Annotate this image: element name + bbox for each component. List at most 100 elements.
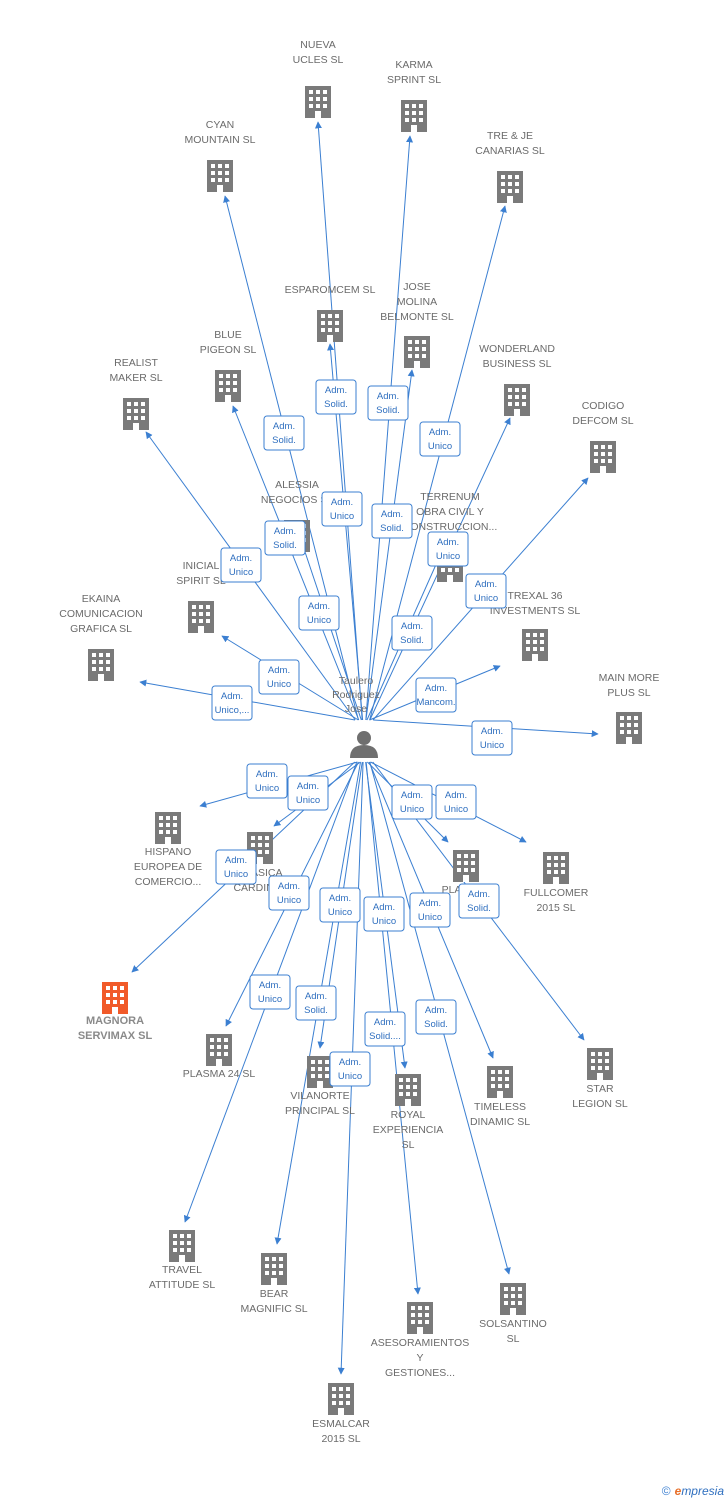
relation-box-frame: [211, 685, 253, 721]
brand-logo-text: mpresia: [681, 1484, 724, 1498]
relation-box-trexal[interactable]: Adm.Mancom.: [415, 677, 457, 713]
edge-cyan: [223, 195, 359, 721]
person-name-line: Taulero: [339, 675, 374, 687]
relation-box-wonderland[interactable]: Adm.Unico: [419, 421, 461, 457]
relation-box-clasica[interactable]: Adm.Unico: [287, 775, 329, 811]
relation-box-travel[interactable]: Adm.Unico: [249, 974, 291, 1010]
company-node-asesoramientos[interactable]: ASESORAMIENTOSYGESTIONES...: [371, 1302, 469, 1379]
building-icon: [401, 100, 427, 132]
person-name-line: Rodriguez: [332, 689, 380, 701]
building-icon: [328, 1383, 354, 1415]
relation-box-karma[interactable]: Adm.Solid.: [391, 615, 433, 651]
relation-box-mainmore[interactable]: Adm.Unico: [471, 720, 513, 756]
company-node-wonderland[interactable]: WONDERLAND BUSINESS SL: [479, 343, 555, 416]
relation-box-alessia[interactable]: Adm.Unico: [321, 491, 363, 527]
relation-box-realist[interactable]: Adm.Unico: [220, 547, 262, 583]
relation-box-frame: [249, 974, 291, 1010]
company-label-line: DEFCOM SL: [572, 415, 633, 427]
company-label-line: MAGNORA: [86, 1015, 144, 1027]
relation-box-ekaina[interactable]: Adm.Unico,...: [211, 685, 253, 721]
company-node-esparomcem[interactable]: ESPAROMCEM SL: [285, 284, 376, 342]
relation-box-cyan[interactable]: Adm.Solid.: [263, 415, 305, 451]
relation-box-esmalcar[interactable]: Adm.Unico: [329, 1051, 371, 1087]
building-icon: [155, 812, 181, 844]
company-label-line: MAGNIFIC SL: [240, 1303, 307, 1315]
edge-karma: [365, 135, 414, 721]
relation-label-line: Unico: [224, 869, 248, 880]
relation-box-frame: [246, 763, 288, 799]
relation-label-line: Adm.: [401, 621, 423, 632]
relation-box-solsantino[interactable]: Adm.Solid.: [415, 999, 457, 1035]
person-icon: [350, 731, 378, 758]
relation-box-frame: [263, 415, 305, 451]
relation-box-frame: [367, 385, 409, 421]
relation-box-fullcomer[interactable]: Adm.Unico: [435, 784, 477, 820]
company-label-line: MOUNTAIN SL: [185, 134, 256, 146]
relation-label-line: Adm.: [445, 790, 467, 801]
company-label-line: FULLCOMER: [524, 887, 589, 899]
relation-box-inicial[interactable]: Adm.Unico: [258, 659, 300, 695]
building-icon: [500, 1283, 526, 1315]
company-label-line: CONSTRUCCION...: [403, 521, 498, 533]
company-label-line: BUSINESS SL: [483, 358, 552, 370]
relation-box-josemolina[interactable]: Adm.Solid.: [367, 385, 409, 421]
relation-box-timeless[interactable]: Adm.Solid....: [364, 1011, 406, 1047]
relation-box-frame: [268, 875, 310, 911]
relation-box-star[interactable]: Adm.Solid.: [458, 883, 500, 919]
relation-box-vilanorte[interactable]: Adm.Unico: [319, 887, 361, 923]
relation-label-line: Unico: [372, 916, 396, 927]
relation-box-platinum[interactable]: Adm.Unico: [391, 784, 433, 820]
relation-box-asesoramientos[interactable]: Adm.Unico: [409, 892, 451, 928]
relation-box-nueva[interactable]: Adm.Solid.: [264, 520, 306, 556]
relation-box-hispano[interactable]: Adm.Unico: [246, 763, 288, 799]
relation-box-frame: [409, 892, 451, 928]
relation-box-trejecan[interactable]: Adm.Unico: [427, 531, 469, 567]
company-label-line: WONDERLAND: [479, 343, 555, 355]
building-icon: [453, 850, 479, 882]
company-label-line: BLUE: [214, 329, 241, 341]
relation-box-royal[interactable]: Adm.Unico: [363, 896, 405, 932]
relation-label-line: Solid.: [273, 540, 297, 551]
relation-label-line: Solid....: [369, 1031, 401, 1042]
relation-box-esparomcem[interactable]: Adm.Solid.: [315, 379, 357, 415]
relation-label-line: Unico: [277, 895, 301, 906]
relation-label-line: Solid.: [304, 1005, 328, 1016]
relation-box-blue[interactable]: Adm.Unico: [298, 595, 340, 631]
company-node-plasma[interactable]: PLASMA 24 SL: [183, 1034, 256, 1080]
relation-box-plasma[interactable]: Adm.Unico: [268, 875, 310, 911]
relation-box-codigo[interactable]: Adm.Unico: [465, 573, 507, 609]
company-label-line: TRAVEL: [162, 1264, 202, 1276]
relation-box-bear[interactable]: Adm.Solid.: [295, 985, 337, 1021]
relation-box-magnora[interactable]: Adm.Unico: [215, 849, 257, 885]
relation-box-terrenum[interactable]: Adm.Solid.: [371, 503, 413, 539]
relation-box-frame: [258, 659, 300, 695]
building-icon: [215, 370, 241, 402]
relation-label-line: Unico,...: [215, 705, 250, 716]
